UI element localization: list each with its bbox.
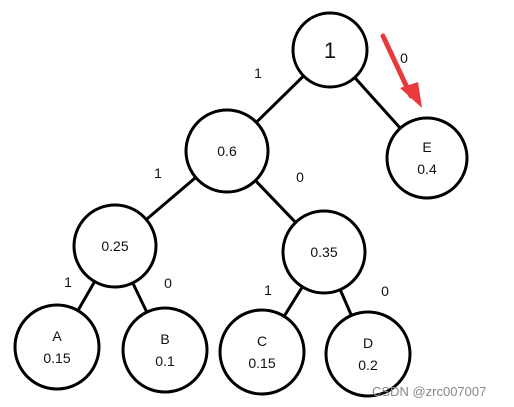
node-text-n025-0: 0.25 xyxy=(101,238,128,254)
edge-label-n035-D: 0 xyxy=(381,283,389,299)
node-circle-D xyxy=(324,310,412,398)
watermark: CSDN @zrc007007 xyxy=(372,384,486,399)
node-circle-B xyxy=(121,306,209,394)
node-circle-E xyxy=(385,116,469,200)
edge-n025-B xyxy=(131,281,149,314)
node-text-E-0: E xyxy=(422,139,431,155)
node-text-D-1: 0.2 xyxy=(358,357,378,373)
node-text-A-1: 0.15 xyxy=(43,350,70,366)
node-E: E 0.4 xyxy=(385,116,469,200)
edge-label-root-E: 0 xyxy=(400,50,408,66)
node-text-B-0: B xyxy=(160,331,169,347)
node-text-C-1: 0.15 xyxy=(248,355,275,371)
node-A: A 0.15 xyxy=(13,303,101,391)
node-text-D-0: D xyxy=(363,335,373,351)
node-text-C-0: C xyxy=(257,333,267,349)
node-text-B-1: 0.1 xyxy=(155,353,175,369)
red-arrow-icon xyxy=(380,33,422,108)
node-n035: 0.35 xyxy=(281,209,367,295)
node-C: C 0.15 xyxy=(218,308,306,396)
edge-n025-A xyxy=(76,280,97,313)
edge-n035-D xyxy=(338,288,353,317)
edge-label-n025-B: 0 xyxy=(164,275,172,291)
node-n06: 0.6 xyxy=(184,108,270,194)
node-text-A-0: A xyxy=(52,328,62,344)
edge-root-n06 xyxy=(254,74,306,124)
edge-label-n035-C: 1 xyxy=(264,282,272,298)
node-n025: 0.25 xyxy=(72,203,158,289)
edge-n06-n025 xyxy=(144,176,198,221)
edge-label-n06-n035: 0 xyxy=(296,169,304,185)
edge-label-n06-n025: 1 xyxy=(154,165,162,181)
edge-label-root-n06: 1 xyxy=(254,65,262,81)
node-circle-n06 xyxy=(184,108,270,194)
edge-labels-layer: 1 0 1 0 1 0 1 0 xyxy=(64,50,408,299)
node-D: D 0.2 xyxy=(324,310,412,398)
edges-layer xyxy=(76,74,402,318)
edge-n035-C xyxy=(282,285,304,318)
node-circle-n035 xyxy=(281,209,367,295)
node-text-n035-0: 0.35 xyxy=(310,244,337,260)
node-text-n06-0: 0.6 xyxy=(217,143,237,159)
node-circle-root xyxy=(291,11,369,89)
edge-root-E xyxy=(353,76,402,130)
node-circle-A xyxy=(13,303,101,391)
edge-label-n025-A: 1 xyxy=(64,274,72,290)
nodes-layer: 1 0.6 E 0.4 0.25 0.35A 0.15 B 0.1 C 0.15 D 0.2 xyxy=(13,11,469,398)
edge-n06-n035 xyxy=(253,179,298,224)
node-text-E-1: 0.4 xyxy=(417,161,437,177)
node-text-root-0: 1 xyxy=(324,38,336,63)
node-B: B 0.1 xyxy=(121,306,209,394)
node-circle-C xyxy=(218,308,306,396)
node-root: 1 xyxy=(291,11,369,89)
node-circle-n025 xyxy=(72,203,158,289)
